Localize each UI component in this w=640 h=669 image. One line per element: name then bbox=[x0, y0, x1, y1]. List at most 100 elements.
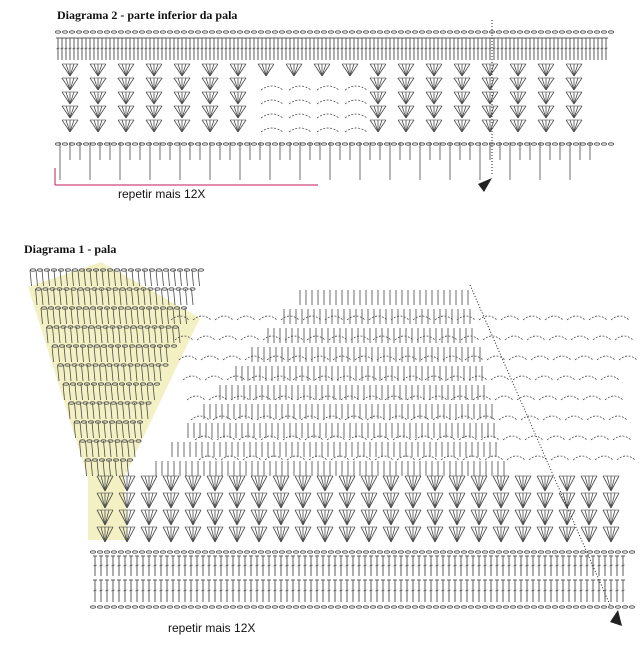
wedge-stitch bbox=[130, 326, 133, 344]
chain-stitch bbox=[168, 287, 175, 291]
treble-stitch-bar bbox=[504, 47, 508, 50]
fan-stitch bbox=[153, 105, 159, 119]
fan-stitch bbox=[177, 77, 183, 91]
chain-arch bbox=[418, 455, 438, 461]
treble-stitch-bar bbox=[164, 47, 168, 50]
chain-arch bbox=[264, 455, 284, 461]
wedge-stitch bbox=[109, 421, 112, 439]
treble-stitch-bar bbox=[453, 564, 457, 567]
treble-stitch-bar bbox=[416, 47, 420, 50]
fan-stitch bbox=[206, 475, 216, 492]
fan-stitch bbox=[588, 509, 594, 526]
chain-stitch bbox=[169, 268, 176, 272]
chain-stitch bbox=[105, 287, 112, 291]
chain-arch bbox=[316, 99, 340, 105]
fan-stitch bbox=[69, 119, 75, 133]
treble-stitch-bar bbox=[291, 589, 295, 592]
treble-stitch-bar bbox=[588, 47, 592, 50]
fan-stitch bbox=[461, 91, 467, 105]
chain-stitch bbox=[123, 325, 130, 329]
wedge-stitch bbox=[110, 402, 113, 420]
treble-stitch-bar bbox=[120, 47, 124, 50]
fan-stitch bbox=[125, 105, 131, 119]
fan-stitch bbox=[509, 91, 519, 105]
chain-arch bbox=[192, 315, 212, 321]
chain-stitch bbox=[113, 363, 120, 367]
chain-stitch bbox=[243, 30, 250, 34]
treble-stitch-bar bbox=[345, 589, 349, 592]
fan-stitch bbox=[457, 91, 463, 105]
wedge-stitch bbox=[161, 269, 164, 287]
fan-stitch bbox=[544, 475, 550, 492]
fan-stitch bbox=[65, 91, 71, 105]
fan-stitch bbox=[144, 475, 150, 492]
wedge-stitch bbox=[52, 326, 55, 344]
chain-arch bbox=[238, 435, 258, 441]
chain-stitch bbox=[397, 142, 404, 146]
chain-stitch bbox=[467, 605, 474, 609]
fan-stitch bbox=[452, 509, 458, 526]
treble-stitch-bar bbox=[447, 564, 451, 567]
chain-arch bbox=[498, 415, 518, 421]
fan-stitch bbox=[606, 492, 612, 509]
fan-stitch bbox=[293, 63, 299, 77]
chain-stitch bbox=[96, 401, 103, 405]
treble-stitch-bar bbox=[452, 47, 456, 50]
fan-stitch bbox=[369, 91, 379, 105]
treble-stitch-bar bbox=[501, 564, 505, 567]
treble-stitch-bar bbox=[200, 47, 204, 50]
treble-stitch-bar bbox=[465, 564, 469, 567]
chain-stitch bbox=[594, 142, 601, 146]
chain-stitch bbox=[111, 605, 118, 609]
fan-stitch bbox=[509, 63, 519, 77]
fan-stitch bbox=[456, 509, 466, 526]
chain-stitch bbox=[140, 287, 147, 291]
fan-stitch bbox=[96, 475, 106, 492]
fan-stitch bbox=[434, 509, 440, 526]
fan-stitch bbox=[544, 526, 550, 543]
chain-stitch bbox=[369, 605, 376, 609]
treble-stitch-bar bbox=[549, 589, 553, 592]
chain-stitch bbox=[425, 605, 432, 609]
fan-stitch bbox=[573, 77, 583, 91]
treble-stitch-bar bbox=[512, 47, 516, 50]
chain-stitch bbox=[306, 30, 313, 34]
fan-stitch bbox=[610, 526, 616, 543]
chain-stitch bbox=[100, 268, 107, 272]
fan-stitch bbox=[478, 492, 484, 509]
chain-stitch bbox=[474, 605, 481, 609]
fan-stitch bbox=[573, 91, 583, 105]
chain-stitch bbox=[404, 550, 411, 554]
fan-stitch bbox=[236, 509, 242, 526]
treble-stitch-bar bbox=[363, 589, 367, 592]
treble-stitch-bar bbox=[585, 564, 589, 567]
fan-stitch bbox=[181, 91, 191, 105]
fan-stitch bbox=[272, 509, 282, 526]
chain-stitch bbox=[538, 605, 545, 609]
chain-stitch bbox=[271, 605, 278, 609]
treble-stitch-bar bbox=[291, 564, 295, 567]
fan-stitch bbox=[117, 77, 127, 91]
fan-stitch bbox=[148, 526, 154, 543]
fan-stitch bbox=[280, 509, 290, 526]
chain-arch bbox=[476, 415, 496, 421]
fan-stitch bbox=[588, 526, 594, 543]
treble-stitch-bar bbox=[225, 589, 229, 592]
treble-stitch-bar bbox=[128, 47, 132, 50]
chain-stitch bbox=[481, 30, 488, 34]
fan-stitch bbox=[522, 492, 532, 509]
fan-stitch bbox=[298, 492, 304, 509]
chain-stitch bbox=[145, 142, 152, 146]
chain-stitch bbox=[341, 30, 348, 34]
treble-stitch-bar bbox=[276, 47, 280, 50]
fan-stitch bbox=[457, 77, 463, 91]
fan-stitch bbox=[69, 77, 75, 91]
chain-stitch bbox=[397, 550, 404, 554]
chain-stitch bbox=[559, 605, 566, 609]
chain-stitch bbox=[90, 605, 97, 609]
treble-stitch-bar bbox=[556, 47, 560, 50]
treble-stitch-bar bbox=[172, 47, 176, 50]
fan-stitch bbox=[565, 119, 575, 133]
fan-stitch bbox=[513, 77, 519, 91]
